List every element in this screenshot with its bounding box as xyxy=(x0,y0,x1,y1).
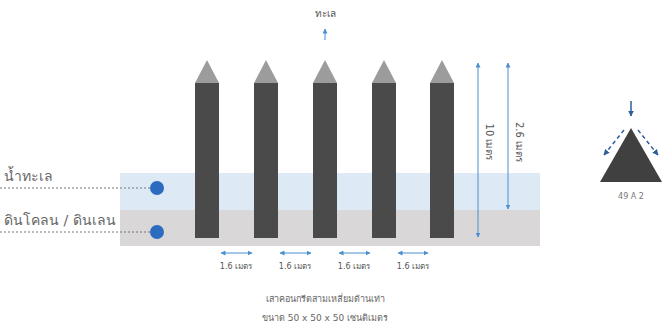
water-label: น้ำทะเล xyxy=(4,168,53,185)
mud-label: ดินโคลน / ดินเลน xyxy=(4,212,116,229)
caption-line: ขนาด 50 x 50 x 50 เซนติเมตร xyxy=(262,313,388,324)
dimension-label: 2.6 เมตร xyxy=(513,122,525,162)
piles xyxy=(195,60,454,238)
height-dimension xyxy=(478,63,479,237)
plan-label: 49 A 2 xyxy=(618,192,644,202)
marker-dot xyxy=(150,181,164,195)
sea-label: ทะเล xyxy=(315,8,336,20)
leader-line xyxy=(0,232,150,233)
triangle-plan xyxy=(600,128,662,182)
spacing-label: 1.6 เมตร xyxy=(220,262,252,272)
marker-dot xyxy=(150,225,164,239)
spacing-arrows xyxy=(221,253,428,254)
caption-line: เสาคอนกรีตสามเหลี่ยมด้านเท่า xyxy=(266,294,385,305)
deflect-arrow xyxy=(638,130,658,155)
leader-line xyxy=(0,188,150,189)
deflect-arrow xyxy=(604,130,624,155)
spacing-label: 1.6 เมตร xyxy=(279,262,311,272)
wave-arrow xyxy=(630,101,632,116)
height-dimension xyxy=(508,63,509,209)
spacing-label: 1.6 เมตร xyxy=(397,262,429,272)
dimension-label: 10 เมตร xyxy=(483,124,495,161)
spacing-label: 1.6 เมตร xyxy=(338,262,370,272)
sea-arrow xyxy=(325,29,326,40)
